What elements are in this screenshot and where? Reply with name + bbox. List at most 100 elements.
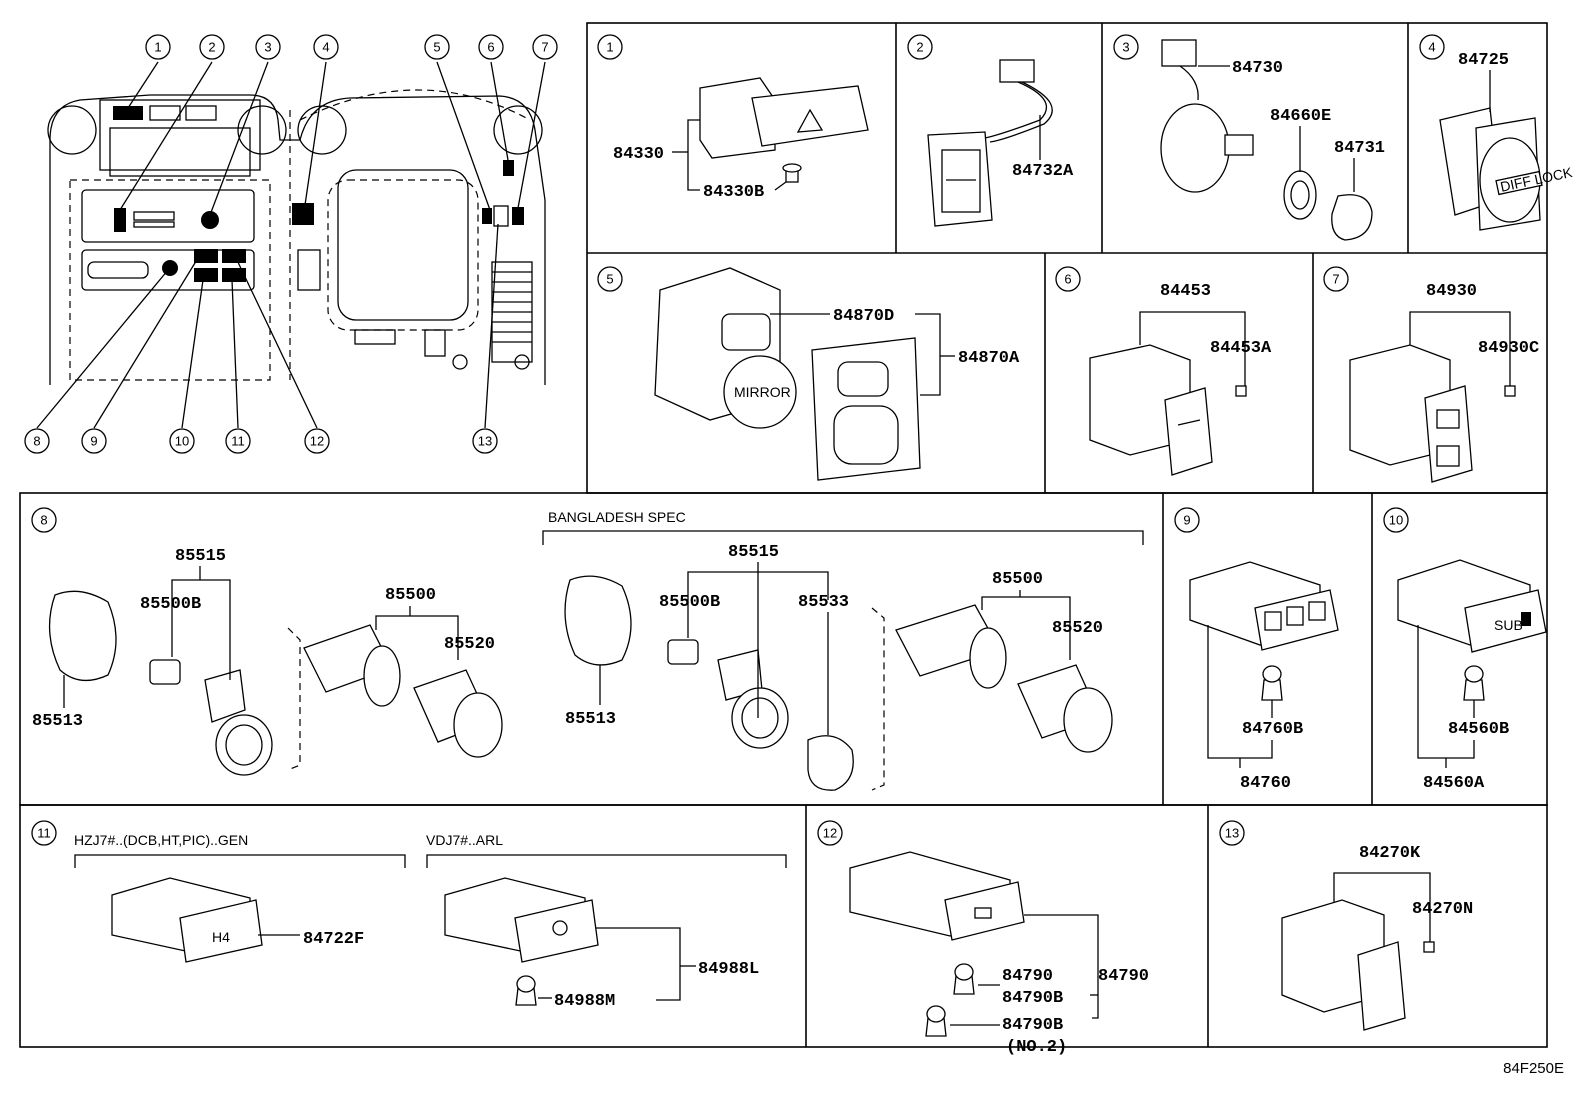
svg-text:84270N: 84270N xyxy=(1412,900,1473,919)
callout-4: 4 xyxy=(313,34,339,60)
callout-7: 7 xyxy=(532,34,558,60)
vent-grille xyxy=(491,261,533,363)
svg-text:12: 12 xyxy=(310,434,324,449)
svg-text:84870D: 84870D xyxy=(833,307,894,326)
panel-12: 12 84790 84790B 84790 84790B (NO.2) xyxy=(817,820,1149,1057)
svg-text:1: 1 xyxy=(606,40,613,55)
svg-text:10: 10 xyxy=(1389,513,1403,528)
svg-text:85500: 85500 xyxy=(385,586,436,605)
overview-leaders xyxy=(36,61,546,429)
mirror-switch: MIRROR xyxy=(654,267,921,481)
svg-text:12: 12 xyxy=(823,826,837,841)
diagram-reference-code: 84F250E xyxy=(1503,1060,1564,1077)
svg-text:84988L: 84988L xyxy=(698,960,759,979)
svg-text:84930: 84930 xyxy=(1426,282,1477,301)
seat-heater-switch xyxy=(1089,344,1247,476)
svg-text:84560B: 84560B xyxy=(1448,720,1509,739)
svg-text:84760B: 84760B xyxy=(1242,720,1303,739)
callout-11: 11 xyxy=(225,428,251,454)
panel-11: 11 HZJ7#..(DCB,HT,PIC)..GEN VDJ7#..ARL H… xyxy=(31,820,787,1011)
svg-text:85500B: 85500B xyxy=(659,593,720,612)
callout-13: 13 xyxy=(472,428,498,454)
svg-text:85515: 85515 xyxy=(175,547,226,566)
svg-text:BANGLADESH SPEC: BANGLADESH SPEC xyxy=(548,509,686,525)
svg-text:84330B: 84330B xyxy=(703,183,764,202)
svg-text:(NO.2): (NO.2) xyxy=(1006,1038,1067,1057)
svg-text:84453A: 84453A xyxy=(1210,339,1272,358)
vsc-off-switch xyxy=(444,877,599,1006)
svg-text:84790B: 84790B xyxy=(1002,989,1063,1008)
svg-text:3: 3 xyxy=(1122,40,1129,55)
panel-9: 9 84760B 84760 xyxy=(1174,507,1339,793)
callout-9: 9 xyxy=(81,428,107,454)
panel-6: 6 84453 84453A xyxy=(1055,266,1272,476)
svg-text:7: 7 xyxy=(541,40,548,55)
svg-text:84930C: 84930C xyxy=(1478,339,1539,358)
svg-text:5: 5 xyxy=(433,40,440,55)
svg-text:MIRROR: MIRROR xyxy=(734,384,791,400)
svg-text:HZJ7#..(DCB,HT,PIC)..GEN: HZJ7#..(DCB,HT,PIC)..GEN xyxy=(74,832,248,848)
svg-text:84453: 84453 xyxy=(1160,282,1211,301)
callout-2: 2 xyxy=(199,34,225,60)
svg-text:84731: 84731 xyxy=(1334,139,1385,158)
svg-text:3: 3 xyxy=(264,40,271,55)
panel-7: 7 84930 84930C xyxy=(1323,266,1539,483)
blank-switch xyxy=(1281,899,1435,1031)
svg-text:84722F: 84722F xyxy=(303,930,364,949)
diff-lock-switch-body xyxy=(1160,39,1373,241)
rear-defogger-switch xyxy=(849,851,1025,1037)
svg-text:85520: 85520 xyxy=(444,635,495,654)
svg-text:85520: 85520 xyxy=(1052,619,1103,638)
svg-text:4: 4 xyxy=(322,40,329,55)
svg-text:9: 9 xyxy=(1183,513,1190,528)
cigarette-lighter-set-a xyxy=(48,590,503,776)
callout-3: 3 xyxy=(255,34,281,60)
panel-13: 13 84270K 84270N xyxy=(1219,820,1473,1031)
rotary-diff-lock-switch: DIFF LOCK xyxy=(1439,107,1574,231)
svg-text:13: 13 xyxy=(1225,826,1239,841)
svg-text:85500B: 85500B xyxy=(140,595,201,614)
svg-text:2: 2 xyxy=(916,40,923,55)
svg-text:85500: 85500 xyxy=(992,570,1043,589)
svg-text:6: 6 xyxy=(1064,272,1071,287)
svg-text:84790: 84790 xyxy=(1002,967,1053,986)
switch-with-wire xyxy=(927,59,1053,227)
svg-text:84660E: 84660E xyxy=(1270,107,1331,126)
svg-text:SUB: SUB xyxy=(1494,617,1523,633)
cigarette-lighter-set-b xyxy=(564,575,1113,791)
sub-tank-switch: SUB xyxy=(1397,559,1547,701)
panel-1: 1 84330 84330B xyxy=(597,34,869,202)
svg-text:84270K: 84270K xyxy=(1359,844,1421,863)
svg-text:8: 8 xyxy=(40,513,47,528)
callout-5: 5 xyxy=(424,34,450,60)
callout-1: 1 xyxy=(145,34,171,60)
h4-switch: H4 xyxy=(111,877,263,963)
hazard-switch xyxy=(699,77,869,183)
svg-text:VDJ7#..ARL: VDJ7#..ARL xyxy=(426,832,503,848)
svg-text:85513: 85513 xyxy=(32,712,83,731)
panel-frames xyxy=(19,22,1548,1048)
dashboard-overview xyxy=(36,61,546,429)
callout-8: 8 xyxy=(24,428,50,454)
overview-callouts: 1 2 3 4 5 6 7 8 9 10 11 12 13 xyxy=(24,34,558,454)
panel-3: 3 84730 84660E 84731 xyxy=(1113,34,1385,241)
svg-text:4: 4 xyxy=(1428,40,1435,55)
svg-text:85533: 85533 xyxy=(798,593,849,612)
svg-text:84988M: 84988M xyxy=(554,992,615,1011)
svg-text:8: 8 xyxy=(33,434,40,449)
svg-text:11: 11 xyxy=(231,434,245,449)
svg-text:9: 9 xyxy=(90,434,97,449)
svg-text:84790B: 84790B xyxy=(1002,1016,1063,1035)
svg-text:84790: 84790 xyxy=(1098,967,1149,986)
panel-4: 4 DIFF LOCK 84725 xyxy=(1419,34,1574,231)
svg-text:84760: 84760 xyxy=(1240,774,1291,793)
svg-text:85513: 85513 xyxy=(565,710,616,729)
panel-5: 5 MIRROR 84870D 84870A xyxy=(597,266,1020,481)
svg-text:84870A: 84870A xyxy=(958,349,1020,368)
svg-text:2: 2 xyxy=(208,40,215,55)
svg-text:85515: 85515 xyxy=(728,543,779,562)
svg-text:84732A: 84732A xyxy=(1012,162,1074,181)
svg-text:6: 6 xyxy=(487,40,494,55)
callout-10: 10 xyxy=(169,428,195,454)
